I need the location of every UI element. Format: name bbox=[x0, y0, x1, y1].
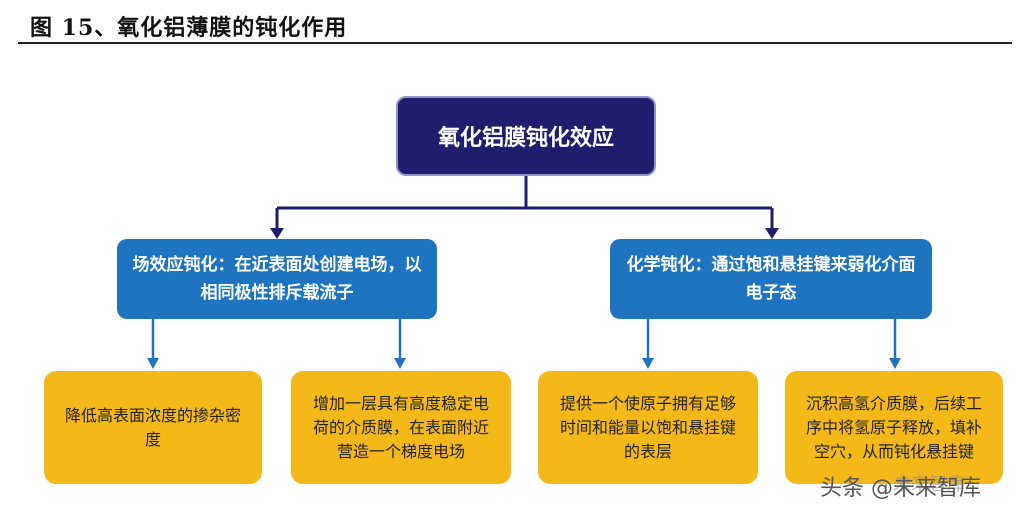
branch-label: 场效应钝化：在近表面处创建电场，以相同极性排斥载流子 bbox=[132, 255, 422, 303]
watermark: 头条 @未来智库 bbox=[820, 476, 981, 501]
arrow-leaf-3-head bbox=[642, 358, 654, 369]
leaf-node-1: 降低高表面浓度的掺杂密度 bbox=[44, 371, 262, 484]
root-label: 氧化铝膜钝化效应 bbox=[437, 125, 614, 151]
watermark-faded: 未来智库 bbox=[893, 474, 965, 495]
root-node: 氧化铝膜钝化效应 bbox=[396, 96, 656, 176]
leaf-label: 提供一个使原子拥有足够时间和能量以饱和悬挂键的表层 bbox=[559, 393, 736, 461]
leaf-label: 增加一层具有高度稳定电荷的介质膜，在表面附近营造一个梯度电场 bbox=[312, 393, 489, 461]
branch-node-field-effect: 场效应钝化：在近表面处创建电场，以相同极性排斥载流子 bbox=[117, 239, 437, 319]
arrow-leaf-4-head bbox=[889, 358, 901, 369]
arrow-left-branch bbox=[270, 228, 284, 239]
leaf-node-3: 提供一个使原子拥有足够时间和能量以饱和悬挂键的表层 bbox=[538, 371, 758, 484]
leaf-label: 沉积高氢介质膜，后续工序中将氢原子释放，填补空穴，从而钝化悬挂键 bbox=[805, 393, 982, 461]
branch-node-chemical: 化学钝化：通过饱和悬挂键来弱化介面电子态 bbox=[610, 239, 932, 319]
arrow-leaf-1-head bbox=[147, 358, 159, 369]
figure-title: 图 15、氧化铝薄膜的钝化作用 bbox=[30, 15, 348, 41]
title-divider bbox=[18, 42, 1012, 44]
branch-label: 化学钝化：通过饱和悬挂键来弱化介面电子态 bbox=[626, 255, 916, 303]
arrow-right-branch bbox=[765, 228, 779, 239]
leaf-node-4: 沉积高氢介质膜，后续工序中将氢原子释放，填补空穴，从而钝化悬挂键 bbox=[785, 371, 1003, 484]
leaf-node-2: 增加一层具有高度稳定电荷的介质膜，在表面附近营造一个梯度电场 bbox=[291, 371, 511, 484]
leaf-label: 降低高表面浓度的掺杂密度 bbox=[64, 405, 241, 449]
arrow-leaf-2-head bbox=[394, 358, 406, 369]
